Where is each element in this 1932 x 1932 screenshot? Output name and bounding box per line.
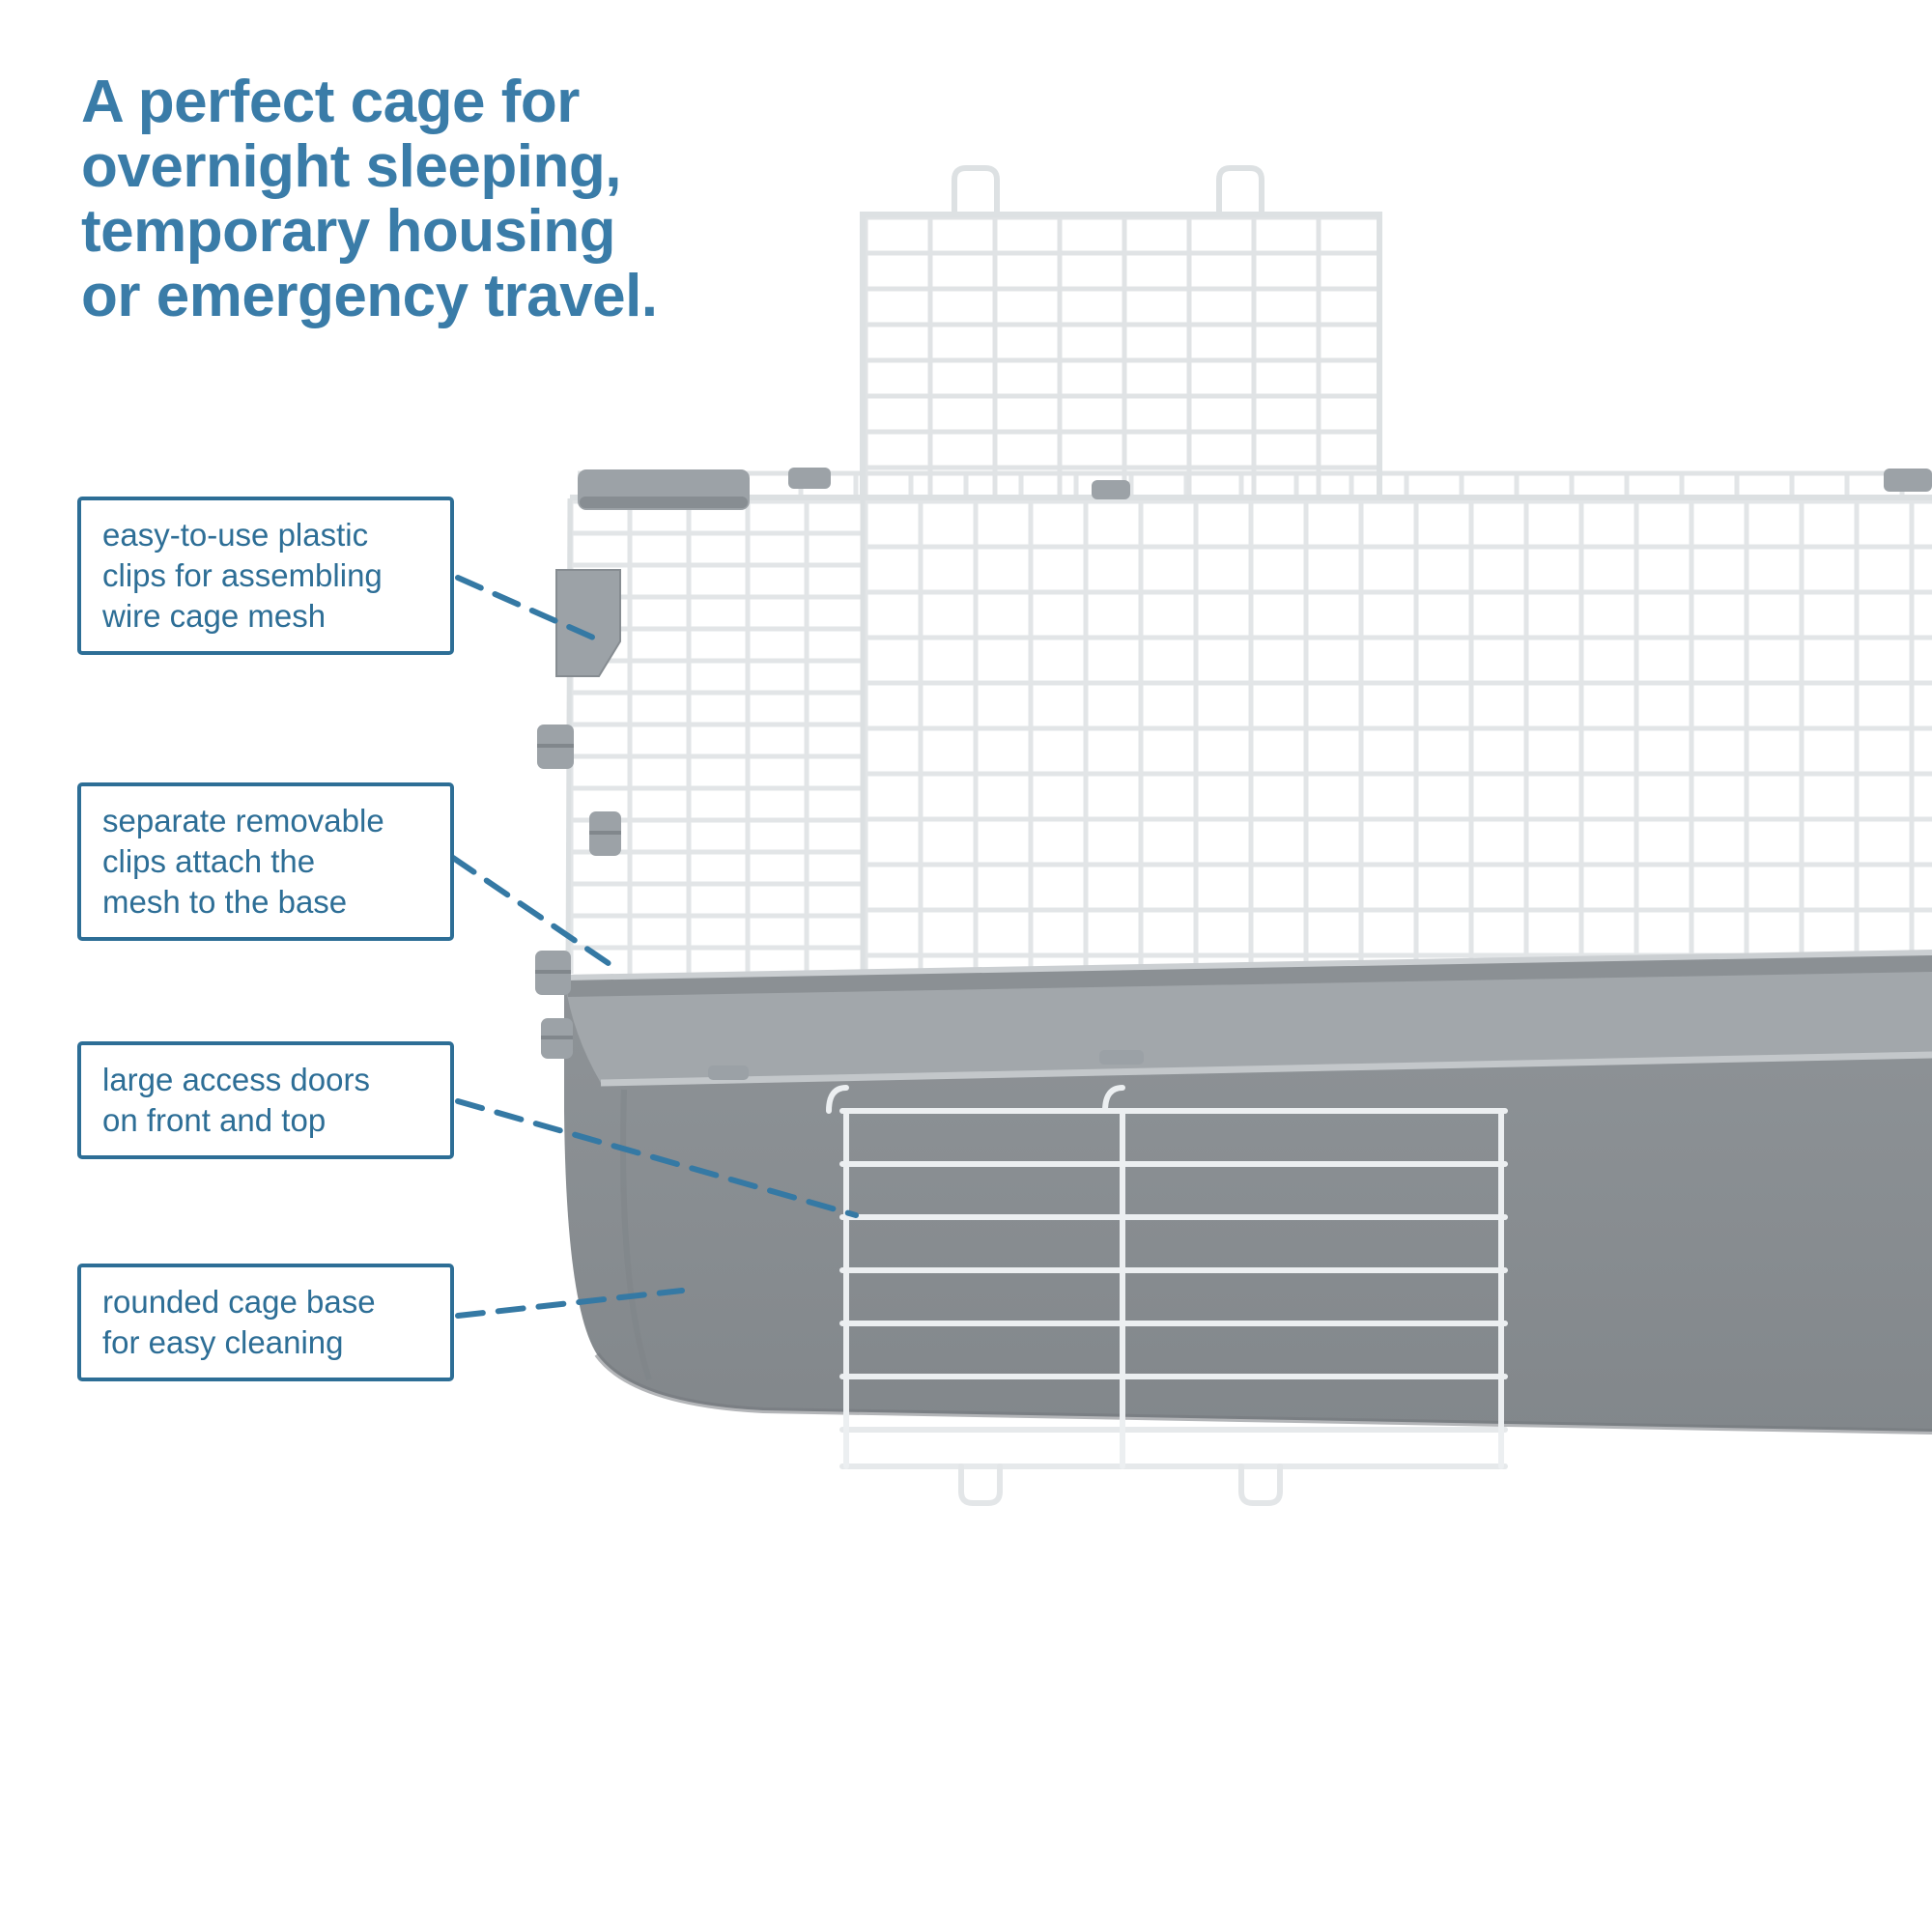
callout-text-line: clips attach the — [102, 843, 316, 879]
callout-text-line: rounded cage base — [102, 1284, 376, 1320]
headline-line: temporary housing — [81, 198, 616, 265]
wire-mesh — [565, 470, 1932, 975]
leader-line-rounded-base — [455, 1288, 685, 1319]
callout-text-line: for easy cleaning — [102, 1324, 344, 1360]
base-front-lip — [600, 1051, 1932, 1087]
top-door-hook-right — [1216, 165, 1264, 217]
top-door-open — [860, 165, 1382, 500]
callout-text-line: wire cage mesh — [102, 598, 327, 634]
leader-line-access-doors — [455, 1098, 859, 1218]
headline-line: or emergency travel. — [81, 263, 658, 329]
headline: A perfect cage for overnight sleeping, t… — [81, 70, 658, 328]
headline-line: A perfect cage for — [81, 69, 580, 135]
leader-lines — [450, 575, 859, 1319]
callout-text-line: mesh to the base — [102, 884, 348, 920]
callout-box-removable-clips: separate removable clips attach the mesh… — [77, 782, 454, 941]
callout-box-access-doors: large access doors on front and top — [77, 1041, 454, 1159]
ridge-clip — [1092, 480, 1130, 499]
base-back-rim — [563, 950, 1932, 980]
ridge-clip — [788, 468, 831, 489]
top-door-hook-left — [952, 165, 1000, 217]
leader-line-removable-clips — [450, 855, 615, 969]
callout-box-rounded-base: rounded cage base for easy cleaning — [77, 1264, 454, 1381]
callout-box-plastic-clips: easy-to-use plastic clips for assembling… — [77, 497, 454, 655]
cage-base — [563, 950, 1932, 1435]
callout-text-line: large access doors — [102, 1062, 370, 1097]
front-door — [826, 1085, 1508, 1506]
leader-line-plastic-clips — [455, 575, 596, 640]
callout-text-line: easy-to-use plastic — [102, 517, 369, 553]
callout-text-line: on front and top — [102, 1102, 327, 1138]
ridge-clip — [1884, 469, 1932, 492]
front-door-foot-right — [1238, 1463, 1283, 1506]
callout-text-line: separate removable — [102, 803, 384, 838]
callout-text-line: clips for assembling — [102, 557, 383, 593]
headline-line: overnight sleeping, — [81, 133, 621, 200]
front-door-foot-left — [958, 1463, 1003, 1506]
front-door-hinges — [826, 1085, 1125, 1114]
corner-clip-side — [555, 569, 621, 677]
plastic-clips — [535, 468, 1932, 1059]
